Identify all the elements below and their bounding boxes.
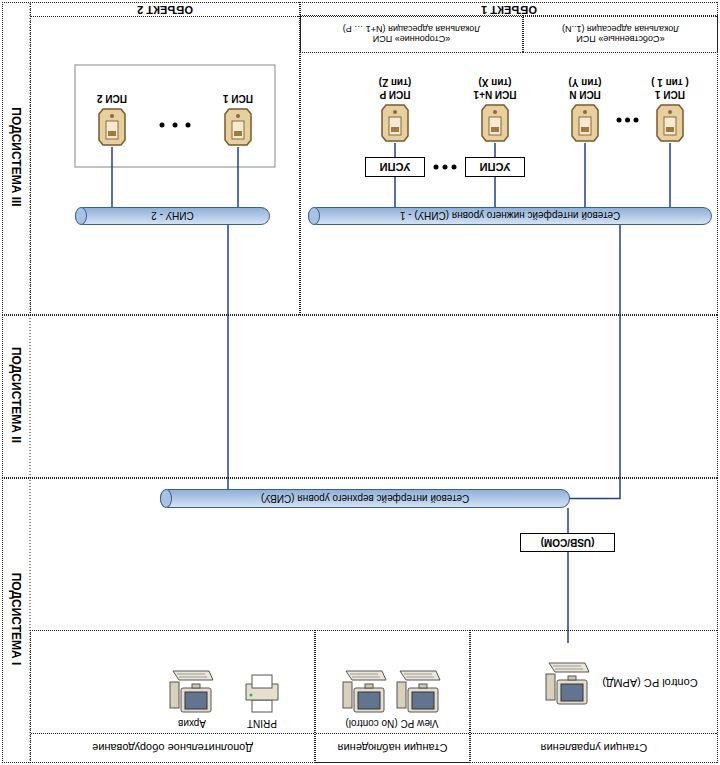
device-icon-box [380,103,410,143]
interface-box: (USB/COM) [520,533,615,552]
network-bus: Сетевой интерфейс верхнего уровня (СИВУ) [160,489,570,508]
device-icon [655,103,685,143]
icon-row [167,668,217,714]
device-label: ПСИ 1 [655,88,685,100]
computer-icon-box [543,660,593,706]
station-column: Дополнительное оборудование PRINT Архив [30,630,315,763]
bus-label: Сетевой интерфейс нижнего уровня (СИНУ) … [400,211,620,222]
object-region: ОБЪЕКТ 1Сетевой интерфейс нижнего уровня… [300,2,718,315]
box-label: (USB/COM) [541,537,595,548]
device-group-frame [75,65,275,167]
station-label: View PC (No control) [345,718,438,729]
station-column: Станции наблюдения View PC (No control) [315,630,470,763]
group-heading: «Сторонние» ПСИ [373,34,450,44]
printer-icon-box [242,672,282,714]
object-region: ОБЪЕКТ 2 СИНУ - 2 ПСИ 1 ПСИ 2 [30,2,300,315]
device-label: ПСИ N [569,88,601,100]
device-label: ( тип 1 ) [651,76,689,88]
computer-icon-box [394,668,444,714]
device-icon-box [570,103,600,143]
device-label: ПСИ N+1 [474,88,517,100]
subsystem-label: ПОДСИСТЕМА II [9,347,23,443]
station-label: Архив [178,718,206,729]
column-heading: Станции наблюдения [316,733,469,762]
connector-line [394,143,396,157]
connector-line [237,147,239,207]
station-label: Control PC (АРМД) [600,677,700,689]
device-label: (тип Y) [568,76,601,88]
computer-icon-box [167,668,217,714]
view-workstations: View PC (No control) [322,645,462,729]
subsystem-region: ПОДСИСТЕМА II [2,315,718,478]
field-device: ПСИ 1 [210,83,266,147]
connector-line [669,143,671,207]
subsystem-label: ПОДСИСТЕМА III [9,108,23,207]
group-heading: Локальная адресация (N+1 … P) [343,24,480,34]
icon-row [340,668,444,714]
field-device: ПСИ 1( тип 1 ) [642,57,698,143]
field-device: ПСИ 2 [84,83,140,147]
device-icon-box [480,103,510,143]
group-heading: Локальная адресация (1..N) [562,24,679,34]
bus-end-cap [160,489,172,508]
computer-icon-box [340,668,390,714]
device-icon-box [223,107,253,147]
network-bus: Сетевой интерфейс нижнего уровня (СИНУ) … [308,207,712,225]
device-icon [223,107,253,147]
computer-icon [543,660,593,706]
printer-icon [242,672,282,714]
device-label: (тип X) [478,76,511,88]
subsystem-region: ПОДСИСТЕМА I Станции управления Control PC… [2,478,718,763]
device-icon [480,103,510,143]
archive-computer: Архив [160,645,224,729]
bus-label: Сетевой интерфейс верхнего уровня (СИВУ) [261,493,469,504]
connector-line [567,508,569,533]
device-icon-box [97,107,127,147]
box-label: УСПИ [380,161,411,173]
adapter-box: УСПИ [365,157,425,177]
computer-icon [394,668,444,714]
object-heading: ОБЪЕКТ 2 [31,3,299,17]
adapter-box: УСПИ [465,157,525,177]
box-label: УСПИ [480,161,511,173]
text-group: Control PC (АРМД) [600,677,700,689]
connector-line [494,143,496,157]
device-icon [380,103,410,143]
field-device: ПСИ N+1(тип X) [467,57,523,143]
group-header: «Сторонние» ПСИЛокальная адресация (N+1 … [300,15,523,53]
bus-end-cap [308,207,320,225]
icon-row [242,672,282,714]
column-heading: Станции управления [471,733,717,762]
subsystem-label: ПОДСИСТЕМА I [9,573,23,666]
network-bus: СИНУ - 2 [75,207,270,225]
subsystem-region: ПОДСИСТЕМА III ОБЪЕКТ 1Сетевой интерфейс … [2,2,718,315]
connector-line [111,147,113,207]
station-label: PRINT [247,718,277,729]
device-label: (тип Z) [379,76,412,88]
connector-line [494,177,496,207]
device-label: ПСИ P [379,88,410,100]
group-heading: «Собственные» ПСИ [576,34,664,44]
device-icon [570,103,600,143]
bus-label: СИНУ - 2 [151,211,193,222]
device-icon [97,107,127,147]
field-device: ПСИ N(тип Y) [557,57,613,143]
field-device: ПСИ P(тип Z) [367,57,423,143]
connector-line [227,225,229,489]
column-heading: Дополнительное оборудование [31,733,314,762]
computer-icon [167,668,217,714]
connector-line [584,143,586,207]
station-column: Станции управления Control PC (АРМД) [470,630,718,763]
device-label: ПСИ 2 [97,92,127,104]
bus-end-cap [75,207,87,225]
computer-icon [340,668,390,714]
connector-line [394,177,396,207]
device-icon-box [655,103,685,143]
group-header: «Собственные» ПСИЛокальная адресация (1.… [523,15,718,53]
device-label: ПСИ 1 [223,92,253,104]
connector-line [570,225,620,499]
printer: PRINT [232,645,292,729]
control-workstation: Control PC (АРМД) [530,643,700,723]
